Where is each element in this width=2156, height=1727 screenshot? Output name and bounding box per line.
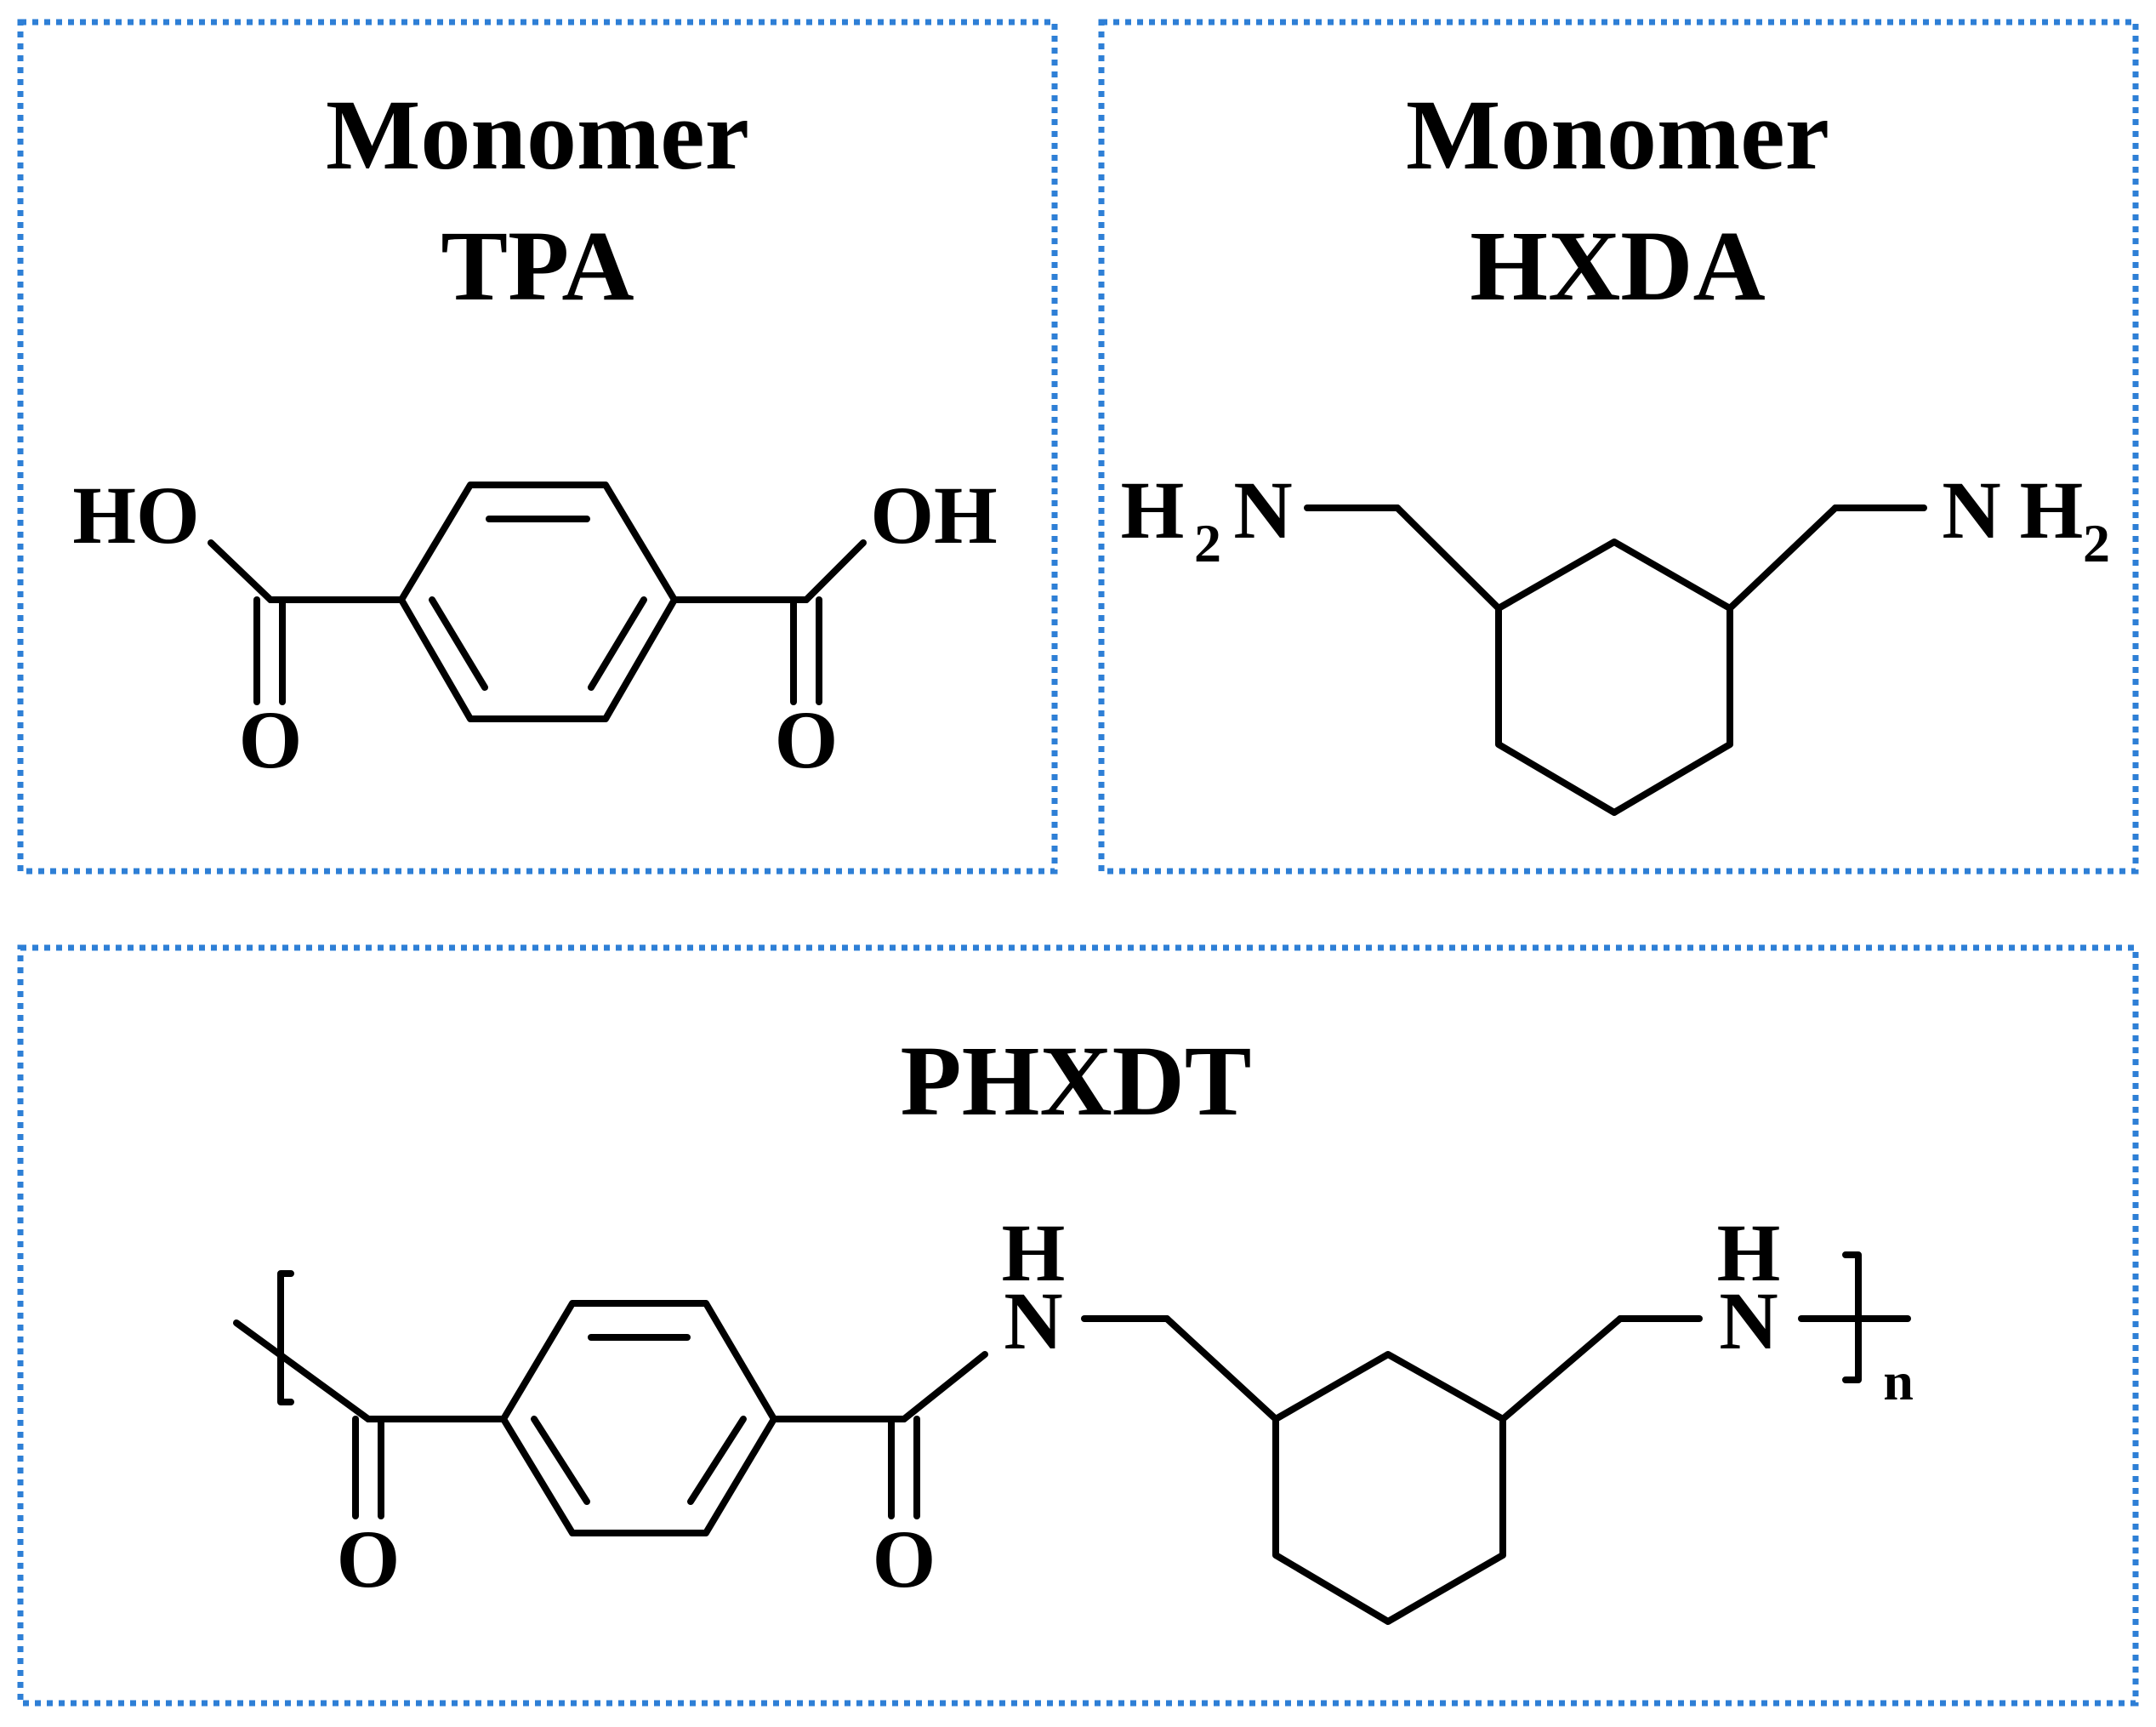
panel-tpa-title-line1: Monomer xyxy=(326,79,749,191)
phxdt-atom-h-left: H xyxy=(1002,1207,1066,1298)
panel-hxda-title-line1: Monomer xyxy=(1406,79,1829,191)
hxda-subscript-2-right: 2 xyxy=(2083,513,2110,573)
tpa-atom-oh: OH xyxy=(870,470,997,561)
hxda-structure: H 2 N N H 2 xyxy=(1121,465,2110,816)
hxda-bond-ring-ch2-left xyxy=(1394,504,1502,612)
panel-hxda-frame xyxy=(1098,19,2139,875)
phxdt-structure: O O H N H N xyxy=(233,1207,1914,1625)
phxdt-atom-o-left: O xyxy=(337,1513,401,1604)
panel-phxdt-title: PHXDT xyxy=(901,1025,1252,1137)
panel-hxda: Monomer HXDA H 2 N N H 2 xyxy=(1098,19,2139,875)
tpa-structure: HO O OH O xyxy=(72,470,997,785)
panel-tpa: Monomer TPA HO O OH O xyxy=(17,19,1058,875)
hxda-atom-n-left: N xyxy=(1233,465,1292,556)
hxda-cyclohexane-ring xyxy=(1495,539,1733,816)
tpa-atom-ho: HO xyxy=(72,470,199,561)
tpa-atom-o-right: O xyxy=(775,694,839,785)
phxdt-atom-n-left: N xyxy=(1004,1275,1062,1366)
phxdt-benzene-ring xyxy=(500,1300,777,1536)
phxdt-atom-o-right: O xyxy=(873,1513,936,1604)
panel-tpa-title-line2: TPA xyxy=(441,210,634,322)
hxda-atom-h-right: H xyxy=(2020,465,2084,556)
tpa-ring-double-bond xyxy=(429,596,488,691)
phxdt-repeat-subscript-n: n xyxy=(1883,1351,1914,1411)
tpa-bond-right-c-oh xyxy=(803,539,867,603)
hxda-bond-ring-ch2-right xyxy=(1727,504,1839,612)
phxdt-ring-double-bond xyxy=(687,1416,747,1505)
panel-phxdt: PHXDT O O H N xyxy=(17,944,2139,1707)
phxdt-ring-double-bond xyxy=(531,1416,590,1505)
phxdt-left-bracket xyxy=(277,1270,294,1405)
tpa-ring-double-bond xyxy=(588,596,647,691)
panel-phxdt-frame xyxy=(17,944,2139,1707)
tpa-atom-o-left: O xyxy=(239,694,303,785)
hxda-atom-h-left: H xyxy=(1121,465,1185,556)
phxdt-bond-ring-ch2-right xyxy=(1499,1315,1624,1422)
phxdt-atom-n-right: N xyxy=(1719,1275,1778,1366)
phxdt-atom-h-right: H xyxy=(1717,1207,1781,1298)
panel-tpa-frame xyxy=(17,19,1058,875)
hxda-subscript-2-left: 2 xyxy=(1194,513,1221,573)
tpa-bond-left-c-oh xyxy=(208,539,274,603)
hxda-atom-n-right: N xyxy=(1942,465,2000,556)
phxdt-bond-chain-start xyxy=(233,1319,372,1422)
phxdt-bond-c-n-left xyxy=(901,1351,988,1422)
phxdt-cyclohexane-ring xyxy=(1272,1351,1506,1625)
phxdt-bond-ch2-ring-left xyxy=(1163,1315,1279,1422)
phxdt-right-bracket xyxy=(1842,1251,1862,1383)
panel-hxda-title-line2: HXDA xyxy=(1470,210,1765,322)
